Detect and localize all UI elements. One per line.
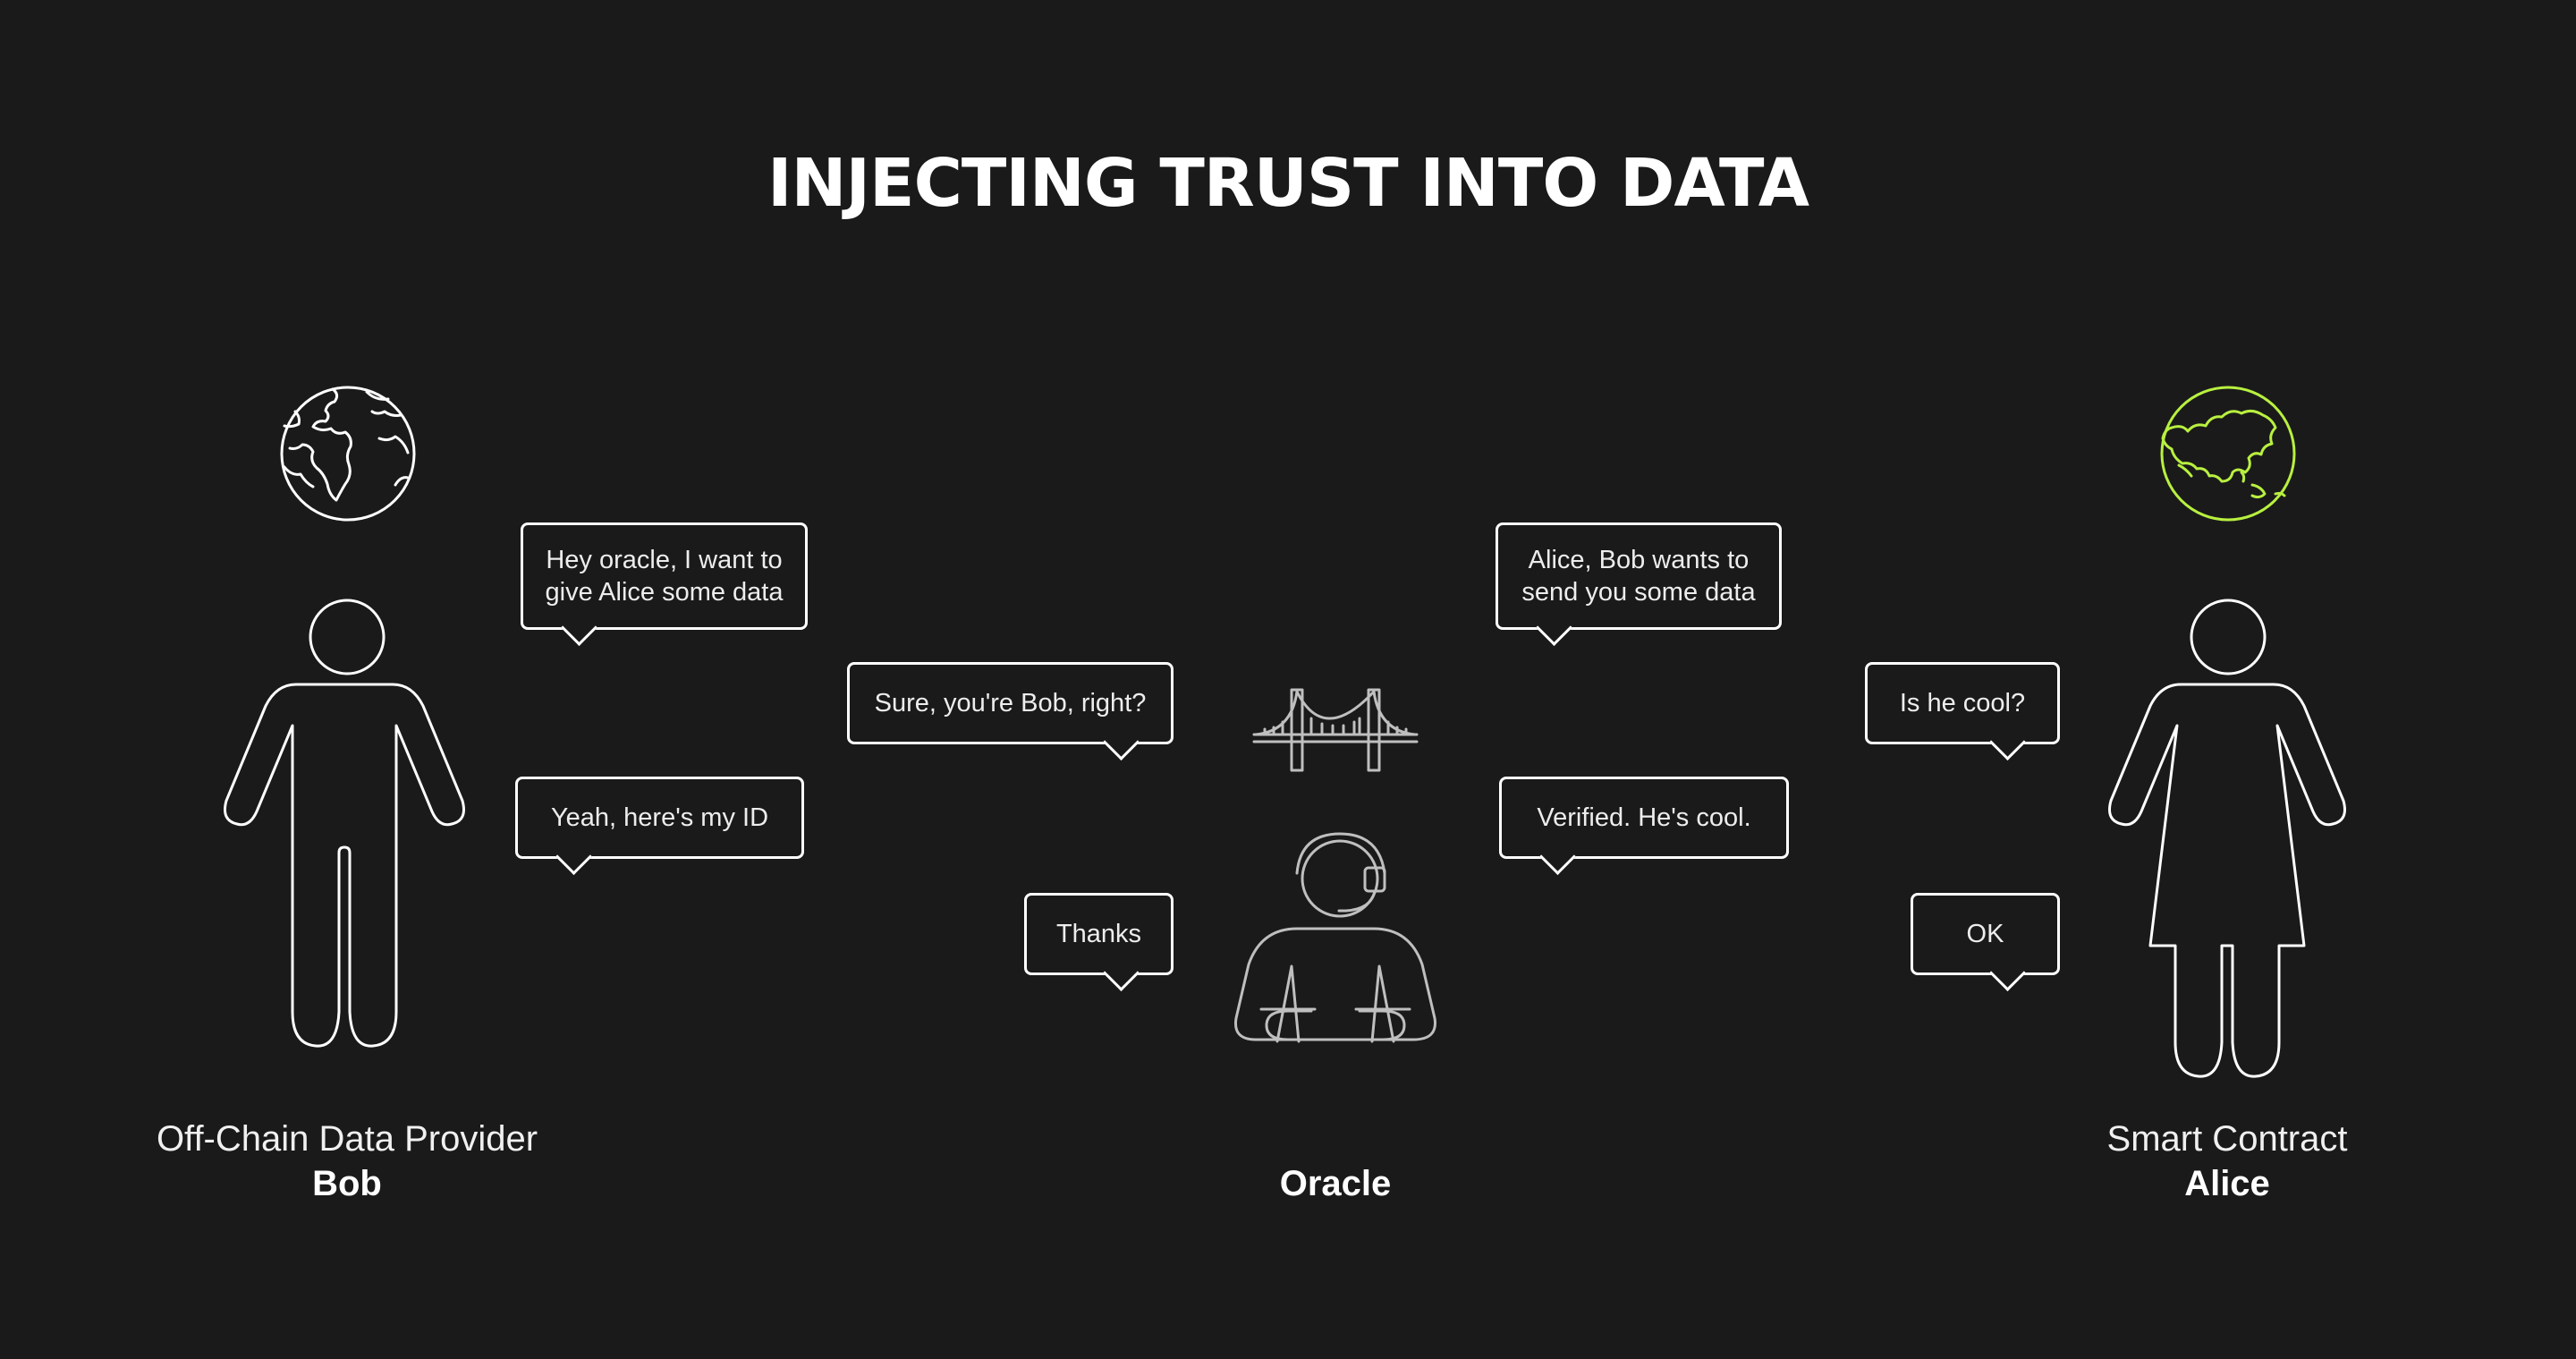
speech-bubble-tail bbox=[1102, 723, 1140, 761]
speech-bubble-bob-request: Hey oracle, I want to give Alice some da… bbox=[521, 522, 808, 647]
speech-bubble-oracle-verified: Verified. He's cool. bbox=[1499, 777, 1789, 876]
speech-bubble-bob-id: Yeah, here's my ID bbox=[515, 777, 804, 876]
speech-bubble-oracle-thanks: Thanks bbox=[1024, 893, 1174, 992]
speech-bubble-tail bbox=[560, 608, 598, 647]
speech-bubble-tail bbox=[1988, 954, 2027, 992]
speech-bubble-tail bbox=[1535, 608, 1573, 647]
bob-name: Bob bbox=[312, 1164, 382, 1203]
speech-bubble-tail bbox=[1538, 837, 1577, 876]
bob-label: Off-Chain Data Provider Bob bbox=[79, 1117, 615, 1206]
speech-bubble-oracle-confirm: Sure, you're Bob, right? bbox=[847, 662, 1174, 761]
speech-bubble-tail bbox=[555, 837, 593, 876]
speech-bubble-tail bbox=[1102, 954, 1140, 992]
globe-europe-africa-icon bbox=[280, 386, 416, 522]
globe-asia-icon bbox=[2160, 386, 2296, 522]
alice-name: Alice bbox=[2184, 1164, 2270, 1203]
page-title: INJECTING TRUST INTO DATA bbox=[767, 145, 1809, 222]
bridge-icon bbox=[1252, 688, 1419, 772]
alice-label: Smart Contract Alice bbox=[1959, 1117, 2496, 1206]
support-agent-icon bbox=[1233, 832, 1436, 1043]
person-female-icon bbox=[2108, 599, 2346, 1078]
speech-bubble-tail bbox=[1988, 723, 2027, 761]
speech-bubble-alice-question: Is he cool? bbox=[1865, 662, 2060, 761]
speech-bubble-alice-ok: OK bbox=[1911, 893, 2060, 992]
oracle-name: Oracle bbox=[1279, 1164, 1392, 1203]
speech-bubble-oracle-to-alice: Alice, Bob wants to send you some data bbox=[1496, 522, 1782, 647]
person-male-icon bbox=[224, 599, 465, 1048]
oracle-label: Oracle bbox=[1067, 1161, 1604, 1206]
bob-role: Off-Chain Data Provider bbox=[156, 1119, 538, 1159]
alice-role: Smart Contract bbox=[2106, 1119, 2348, 1159]
